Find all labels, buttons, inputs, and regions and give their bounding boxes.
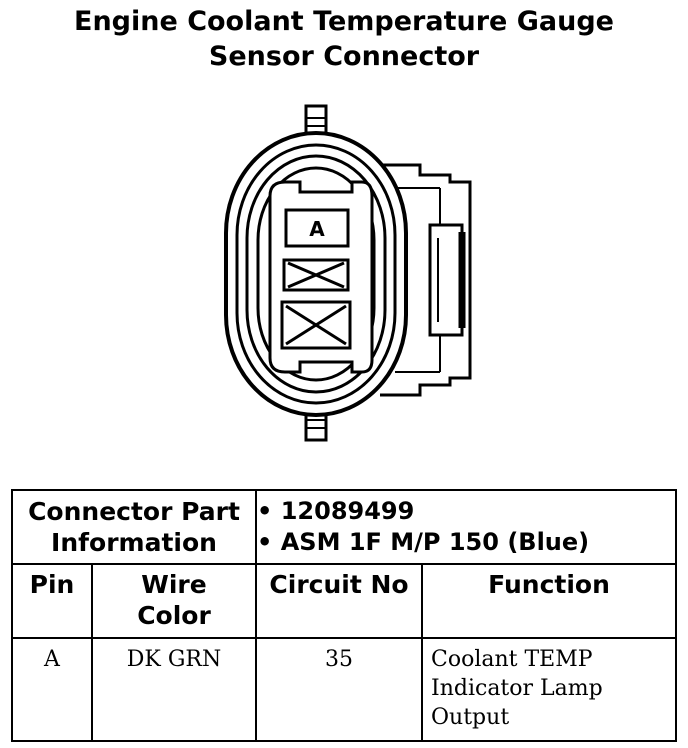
title-line-1: Engine Coolant Temperature Gauge xyxy=(74,6,614,37)
header-row: Pin Wire Color Circuit No Function xyxy=(11,563,678,639)
part-number-item: 12089499 xyxy=(257,496,675,527)
part-info-row: Connector Part Information 12089499 ASM … xyxy=(10,489,678,565)
part-info-label-line-2: Information xyxy=(51,528,217,557)
circuit-no-value: 35 xyxy=(325,647,354,672)
cavity-c-plugged xyxy=(280,300,352,350)
header-circuit-no: Circuit No xyxy=(255,563,424,639)
pin-value: A xyxy=(44,647,60,672)
header-pin-label: Pin xyxy=(29,570,75,599)
connector-drawing: A xyxy=(224,104,472,442)
diagram-title: Engine Coolant Temperature Gauge Sensor … xyxy=(0,4,688,74)
part-numbers-cell: 12089499 ASM 1F M/P 150 (Blue) xyxy=(255,489,678,565)
cavity-b-plugged xyxy=(282,258,350,292)
function-cell: Coolant TEMP Indicator Lamp Output xyxy=(421,637,678,742)
part-info-label-cell: Connector Part Information xyxy=(10,489,258,565)
header-function-label: Function xyxy=(488,570,610,599)
pin-cell: A xyxy=(11,637,93,742)
title-line-2: Sensor Connector xyxy=(208,41,480,72)
connector-shell-3 xyxy=(256,166,376,382)
header-pin: Pin xyxy=(11,563,93,639)
connector-shell-1 xyxy=(235,143,397,405)
header-wire-color-line-1: Wire xyxy=(141,570,207,599)
header-function: Function xyxy=(421,563,678,639)
function-line: Coolant TEMP xyxy=(431,647,593,672)
wire-color-cell: DK GRN xyxy=(90,637,258,742)
header-wire-color-line-2: Color xyxy=(137,601,211,630)
function-line: Indicator Lamp xyxy=(431,676,603,701)
cavity-a-label: A xyxy=(309,217,325,241)
header-circuit-no-label: Circuit No xyxy=(269,570,409,599)
table-row: A DK GRN 35 Coolant TEMP Indicator Lamp … xyxy=(11,637,678,742)
function-line: Output xyxy=(431,705,510,730)
part-number-item: ASM 1F M/P 150 (Blue) xyxy=(257,527,675,558)
connector-shell-2 xyxy=(245,154,387,394)
wire-color-value: DK GRN xyxy=(126,647,222,672)
cavity-a xyxy=(284,208,350,248)
circuit-no-cell: 35 xyxy=(255,637,424,742)
part-info-label-line-1: Connector Part xyxy=(28,497,240,526)
header-wire-color: Wire Color xyxy=(90,563,258,639)
connector-info-table: Connector Part Information 12089499 ASM … xyxy=(10,489,678,742)
